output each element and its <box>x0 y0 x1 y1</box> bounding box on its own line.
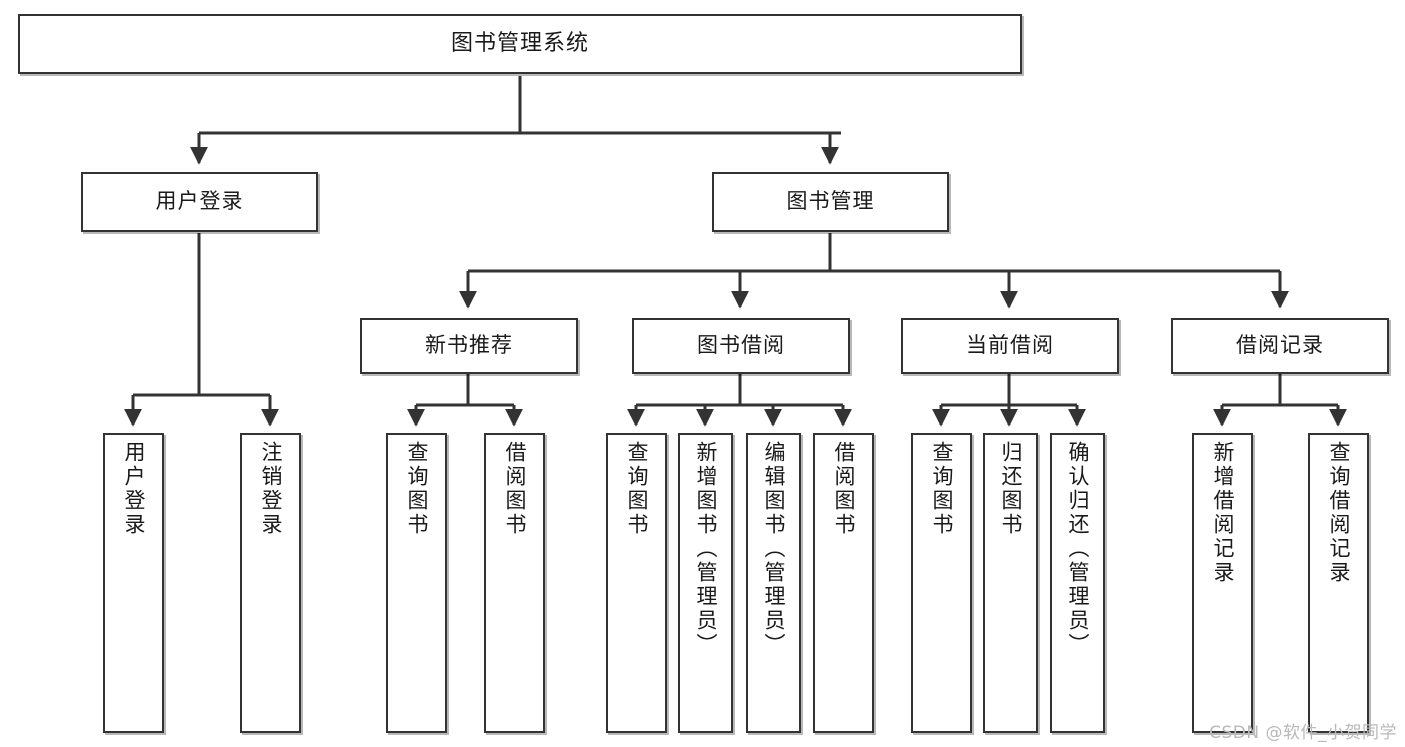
node-leaf-query-book-2[interactable]: 查询图书 <box>606 433 667 733</box>
node-label: 借阅图书 <box>503 441 527 537</box>
node-leaf-add-book[interactable]: 新增图书（管理员） <box>678 433 733 733</box>
node-label: 用户登录 <box>122 441 146 537</box>
node-label: 归还图书 <box>999 441 1023 537</box>
node-label: 查询图书 <box>930 441 954 537</box>
node-leaf-user-login[interactable]: 用户登录 <box>103 433 164 733</box>
node-root-system[interactable]: 图书管理系统 <box>18 14 1022 74</box>
node-new-book-recommend[interactable]: 新书推荐 <box>360 318 578 374</box>
node-label: 新增图书（管理员） <box>694 441 718 657</box>
node-leaf-return-book[interactable]: 归还图书 <box>983 433 1038 733</box>
node-label: 借阅图书 <box>832 441 856 537</box>
node-leaf-logout-login[interactable]: 注销登录 <box>240 433 301 733</box>
node-label: 图书借阅 <box>697 333 785 358</box>
node-user-login[interactable]: 用户登录 <box>81 172 318 232</box>
node-label: 图书管理系统 <box>450 30 589 56</box>
node-leaf-borrow-book-1[interactable]: 借阅图书 <box>484 433 545 733</box>
csdn-watermark: CSDN @软件_小贺同学 <box>1209 723 1397 743</box>
node-leaf-add-record[interactable]: 新增借阅记录 <box>1192 433 1253 733</box>
node-label: 用户登录 <box>155 189 244 214</box>
node-label: 新增借阅记录 <box>1211 441 1235 585</box>
node-book-manage[interactable]: 图书管理 <box>712 172 949 232</box>
node-leaf-edit-book[interactable]: 编辑图书（管理员） <box>746 433 801 733</box>
node-label: 当前借阅 <box>966 333 1054 358</box>
node-leaf-query-book-1[interactable]: 查询图书 <box>386 433 447 733</box>
node-label: 新书推荐 <box>425 333 513 358</box>
node-borrow-record[interactable]: 借阅记录 <box>1171 318 1389 374</box>
node-label: 编辑图书（管理员） <box>762 441 786 657</box>
node-label: 查询图书 <box>625 441 649 537</box>
node-leaf-query-record[interactable]: 查询借阅记录 <box>1308 433 1369 733</box>
node-leaf-confirm-return[interactable]: 确认归还（管理员） <box>1050 433 1105 733</box>
node-label: 确认归还（管理员） <box>1066 441 1090 657</box>
node-label: 查询图书 <box>405 441 429 537</box>
node-leaf-borrow-book-2[interactable]: 借阅图书 <box>813 433 874 733</box>
node-label: 图书管理 <box>786 189 875 214</box>
node-label: 查询借阅记录 <box>1327 441 1351 585</box>
node-label: 注销登录 <box>259 441 283 537</box>
node-leaf-query-book-3[interactable]: 查询图书 <box>911 433 972 733</box>
node-label: 借阅记录 <box>1236 333 1324 358</box>
node-current-borrow[interactable]: 当前借阅 <box>901 318 1119 374</box>
node-book-borrow[interactable]: 图书借阅 <box>632 318 850 374</box>
